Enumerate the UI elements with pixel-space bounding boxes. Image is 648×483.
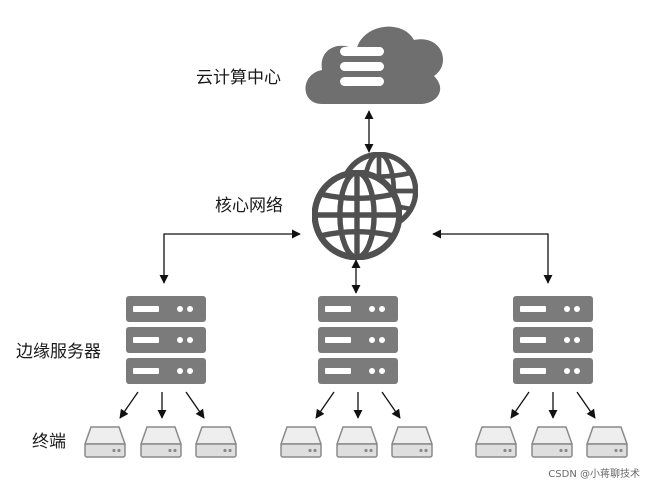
hard-drive-icon — [280, 426, 322, 458]
globe-network-icon — [315, 154, 416, 257]
hard-drive-icon — [336, 426, 378, 458]
hard-drive-icon — [475, 426, 517, 458]
cloud-database-icon — [305, 26, 444, 105]
hard-drive-icon — [84, 426, 126, 458]
hard-drive-icon — [195, 426, 237, 458]
cloud-label: 云计算中心 — [196, 68, 281, 88]
edge-server-right — [513, 296, 593, 384]
core-edge-left-arrow — [159, 229, 301, 284]
edge-terminal-arrows-right — [510, 391, 596, 419]
edge-terminal-arrows-left — [119, 391, 205, 419]
hard-drive-icon — [391, 426, 433, 458]
edge-terminal-arrows-middle — [315, 391, 401, 419]
core-edge-right-arrow — [432, 229, 553, 284]
edge-server-left — [126, 296, 206, 384]
terminals-right — [475, 426, 628, 458]
hard-drive-icon — [586, 426, 628, 458]
terminals-middle — [280, 426, 433, 458]
terminal-label: 终端 — [32, 432, 66, 452]
hard-drive-icon — [531, 426, 573, 458]
edge-label: 边缘服务器 — [16, 342, 101, 362]
terminals-left — [84, 426, 237, 458]
hard-drive-icon — [140, 426, 182, 458]
watermark: CSDN @小蒋聊技术 — [548, 467, 640, 480]
edge-server-middle — [318, 296, 398, 384]
core-label: 核心网络 — [215, 196, 283, 216]
